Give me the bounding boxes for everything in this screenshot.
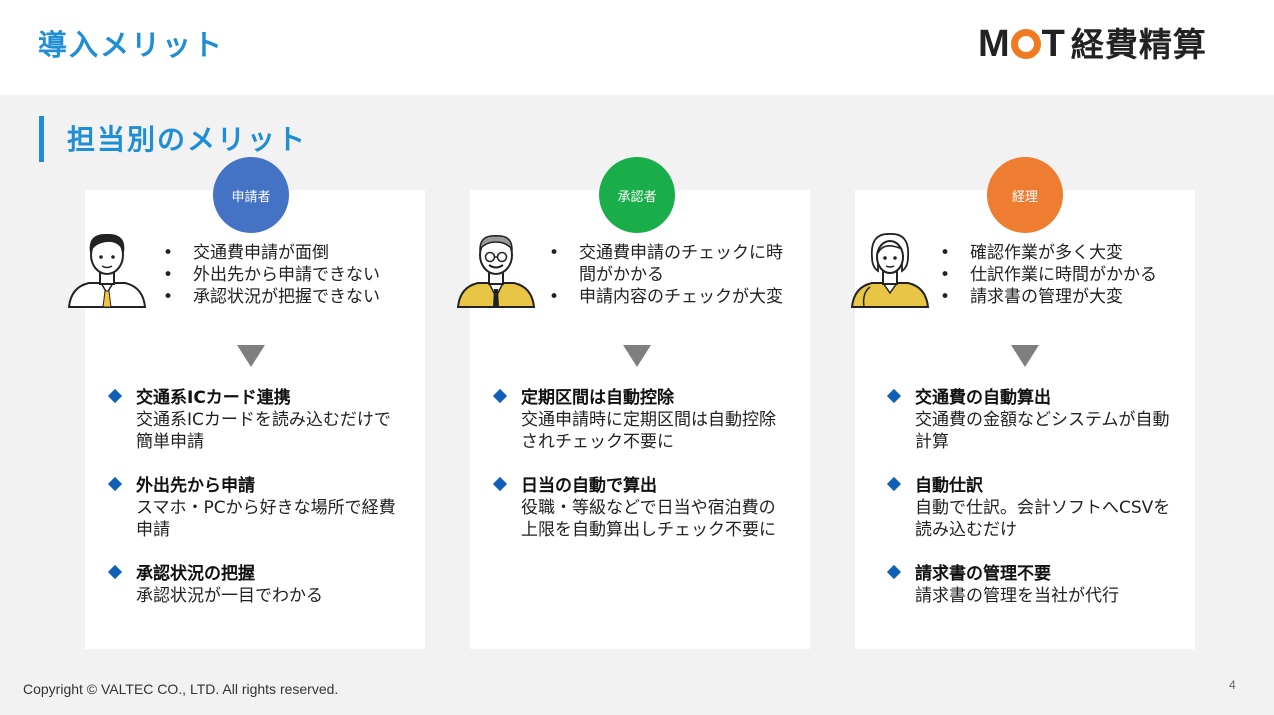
merit-title: 日当の自動で算出: [521, 476, 657, 496]
merit-desc: 役職・等級などで日当や宿泊費の上限を自動算出しチェック不要に: [521, 498, 776, 540]
merit-title: 定期区間は自動控除: [521, 388, 674, 408]
issue-item: 請求書の管理が大変: [940, 286, 1190, 308]
copyright-text: Copyright © VALTEC CO., LTD. All rights …: [23, 681, 339, 697]
diamond-bullet-icon: [886, 564, 902, 580]
merit-desc: スマホ・PCから好きな場所で経費申請: [136, 498, 396, 540]
section-title: 担当別のメリット: [67, 123, 308, 156]
diamond-bullet-icon: [492, 476, 508, 492]
role-badge-accounting: 経理: [987, 157, 1063, 233]
merit-item: 請求書の管理不要 請求書の管理を当社が代行: [886, 563, 1181, 607]
merit-item: 自動仕訳 自動で仕訳。会計ソフトへCSVを読み込むだけ: [886, 475, 1181, 541]
merit-desc: 承認状況が一目でわかる: [136, 586, 323, 606]
merit-desc: 交通費の金額などシステムが自動計算: [915, 410, 1170, 452]
merit-desc: 交通申請時に定期区間は自動控除されチェック不要に: [521, 410, 776, 452]
issue-item: 交通費申請のチェックに時間がかかる: [549, 242, 789, 286]
issue-list-applicant: 交通費申請が面倒 外出先から申請できない 承認状況が把握できない: [163, 242, 413, 308]
down-arrow-icon: [237, 345, 265, 367]
logo-o-ring-icon: [1010, 29, 1041, 59]
issue-item: 仕訳作業に時間がかかる: [940, 264, 1190, 286]
issue-item: 確認作業が多く大変: [940, 242, 1190, 264]
issue-item: 承認状況が把握できない: [163, 286, 413, 308]
merit-item: 承認状況の把握 承認状況が一目でわかる: [107, 563, 407, 607]
role-badge-applicant: 申請者: [213, 157, 289, 233]
page-number: 4: [1229, 678, 1236, 692]
logo-letter-m: M: [978, 23, 1010, 65]
issue-list-approver: 交通費申請のチェックに時間がかかる 申請内容のチェックが大変: [549, 242, 789, 308]
merit-title: 交通費の自動算出: [915, 388, 1051, 408]
section-accent-bar: [39, 116, 44, 162]
merit-item: 定期区間は自動控除 交通申請時に定期区間は自動控除されチェック不要に: [492, 387, 787, 453]
merit-item: 外出先から申請 スマホ・PCから好きな場所で経費申請: [107, 475, 407, 541]
diamond-bullet-icon: [886, 476, 902, 492]
issue-item: 申請内容のチェックが大変: [549, 286, 789, 308]
brand-logo: M T 経費精算: [978, 22, 1207, 66]
diamond-bullet-icon: [107, 476, 123, 492]
merit-item: 日当の自動で算出 役職・等級などで日当や宿泊費の上限を自動算出しチェック不要に: [492, 475, 787, 541]
merit-title: 承認状況の把握: [136, 564, 255, 584]
issue-item: 交通費申請が面倒: [163, 242, 413, 264]
merit-desc: 請求書の管理を当社が代行: [915, 586, 1119, 606]
down-arrow-icon: [623, 345, 651, 367]
merit-list-applicant: 交通系ICカード連携 交通系ICカードを読み込むだけで簡単申請 外出先から申請 …: [107, 387, 407, 629]
merit-item: 交通費の自動算出 交通費の金額などシステムが自動計算: [886, 387, 1181, 453]
diamond-bullet-icon: [886, 388, 902, 404]
logo-text: 経費精算: [1070, 24, 1207, 64]
issue-list-accounting: 確認作業が多く大変 仕訳作業に時間がかかる 請求書の管理が大変: [940, 242, 1190, 308]
merit-item: 交通系ICカード連携 交通系ICカードを読み込むだけで簡単申請: [107, 387, 407, 453]
merit-title: 請求書の管理不要: [915, 564, 1051, 584]
logo-letter-t: T: [1041, 23, 1065, 65]
page-title: 導入メリット: [38, 28, 225, 62]
merit-title: 交通系ICカード連携: [136, 388, 291, 408]
woman-icon: [850, 233, 930, 308]
diamond-bullet-icon: [492, 388, 508, 404]
issue-item: 外出先から申請できない: [163, 264, 413, 286]
merit-desc: 自動で仕訳。会計ソフトへCSVを読み込むだけ: [915, 498, 1171, 540]
diamond-bullet-icon: [107, 564, 123, 580]
merit-list-approver: 定期区間は自動控除 交通申請時に定期区間は自動控除されチェック不要に 日当の自動…: [492, 387, 787, 563]
down-arrow-icon: [1011, 345, 1039, 367]
merit-title: 自動仕訳: [915, 476, 983, 496]
diamond-bullet-icon: [107, 388, 123, 404]
young-man-icon: [67, 233, 147, 308]
role-badge-approver: 承認者: [599, 157, 675, 233]
senior-man-icon: [456, 235, 536, 308]
header-bar: [0, 0, 1274, 95]
merit-title: 外出先から申請: [136, 476, 255, 496]
merit-desc: 交通系ICカードを読み込むだけで簡単申請: [136, 410, 391, 452]
merit-list-accounting: 交通費の自動算出 交通費の金額などシステムが自動計算 自動仕訳 自動で仕訳。会計…: [886, 387, 1181, 629]
